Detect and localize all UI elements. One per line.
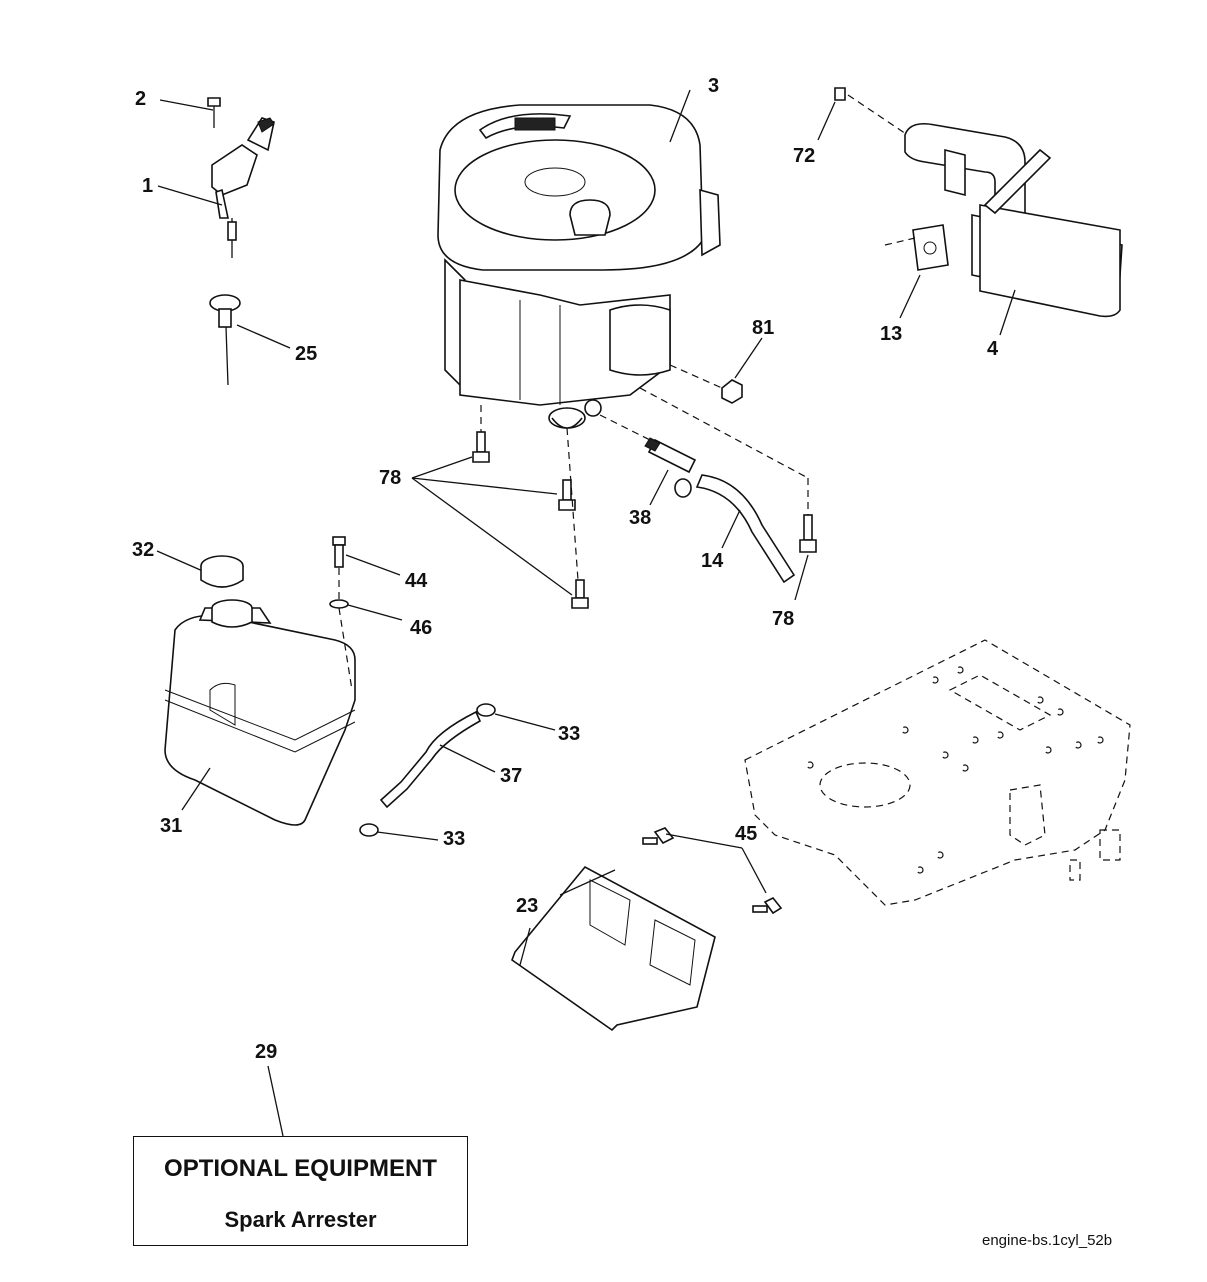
leader-line-29 [267,1065,284,1137]
engine-bolts-part [411,405,817,609]
callout-25: 25 [295,343,317,365]
callout-33-top: 33 [558,723,580,745]
callout-38: 38 [629,507,651,529]
callout-78-left: 78 [379,467,401,489]
muffler-part [817,87,1123,336]
fuel-hose-part [359,703,556,841]
figure-identifier: engine-bs.1cyl_52b [982,1232,1113,1249]
callout-3: 3 [708,75,719,97]
callout-1: 1 [142,175,153,197]
throttle-control-part [157,97,275,258]
heat-shield-part [511,827,783,1032]
callout-23: 23 [516,895,538,917]
choke-knob-part [209,294,291,386]
callout-37: 37 [500,765,522,787]
fuel-tank-part [156,550,356,826]
optional-equipment-box: OPTIONAL EQUIPMENT Spark Arrester [133,1136,468,1246]
chassis-frame-part [744,639,1131,906]
spark-arrester-label: Spark Arrester [224,1207,377,1232]
callout-14: 14 [701,550,724,572]
engine-part [437,89,721,429]
callout-29: 29 [255,1041,277,1063]
callout-33-bottom: 33 [443,828,465,850]
callout-31: 31 [160,815,182,837]
tank-screw-part [329,536,403,691]
callout-81: 81 [752,317,774,339]
fuel-filter-part [599,414,796,584]
callout-78-right: 78 [772,608,794,630]
nut-part [639,337,809,479]
callout-46: 46 [410,617,432,639]
callout-72: 72 [793,145,815,167]
callout-32: 32 [132,539,154,561]
callout-13: 13 [880,323,902,345]
callout-45: 45 [735,823,757,845]
callout-2: 2 [135,88,146,110]
callout-4: 4 [987,338,999,360]
callout-44: 44 [405,570,428,592]
optional-equipment-title: OPTIONAL EQUIPMENT [164,1155,437,1182]
